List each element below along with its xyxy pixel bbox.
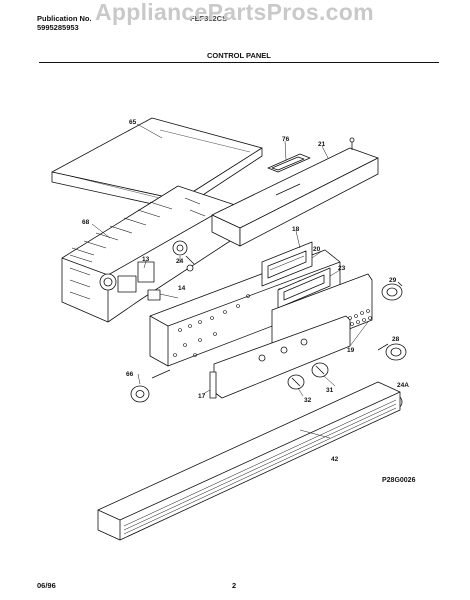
header-rule xyxy=(39,62,439,63)
diagram-code: P28G0026 xyxy=(382,477,416,484)
callout-28: 28 xyxy=(392,336,400,343)
clock-lens-part xyxy=(277,267,331,309)
publication-label: Publication No. xyxy=(37,14,92,23)
handle-insert-part xyxy=(267,153,311,173)
callout-23: 23 xyxy=(338,265,346,272)
knob-32-part xyxy=(287,374,305,390)
publication-number: 5995285953 xyxy=(37,23,79,32)
infinite-switch-part xyxy=(99,261,161,301)
spacer-post-part xyxy=(209,371,217,399)
trim-handle-part xyxy=(97,381,401,541)
callout-19: 19 xyxy=(347,347,355,354)
section-title: CONTROL PANEL xyxy=(207,51,271,60)
callout-24: 24 xyxy=(176,258,184,265)
knob-28-part xyxy=(377,343,407,361)
callout-66: 66 xyxy=(126,371,134,378)
footer-date: 06/96 xyxy=(37,581,56,590)
knob-66-part xyxy=(130,369,171,403)
callout-24a: 24A xyxy=(397,382,409,389)
callout-29: 29 xyxy=(389,277,397,284)
callout-17: 17 xyxy=(198,393,206,400)
model-number: FEF352CS xyxy=(190,14,228,23)
footer-page-number: 2 xyxy=(232,581,237,590)
callout-14: 14 xyxy=(178,285,186,292)
control-frame-bar-part xyxy=(211,137,379,247)
top-cover-part xyxy=(51,117,263,211)
watermark: AppliancePartsPros.com xyxy=(95,0,374,25)
callout-18: 18 xyxy=(292,226,300,233)
leader-lines xyxy=(91,123,369,439)
callout-65: 65 xyxy=(129,119,137,126)
callout-13: 13 xyxy=(142,256,150,263)
callout-labels: 65 76 21 68 18 20 24 13 14 23 29 28 19 6… xyxy=(82,119,409,463)
clip-part xyxy=(172,240,195,272)
clock-timer-part xyxy=(261,241,313,287)
callout-42: 42 xyxy=(331,456,339,463)
callout-76: 76 xyxy=(282,136,290,143)
knob-29-part xyxy=(381,281,403,301)
callout-20: 20 xyxy=(313,246,321,253)
knob-31-part xyxy=(311,362,329,378)
callout-21: 21 xyxy=(318,141,326,148)
callout-68: 68 xyxy=(82,219,90,226)
callout-31: 31 xyxy=(326,387,334,394)
callout-32: 32 xyxy=(304,397,312,404)
